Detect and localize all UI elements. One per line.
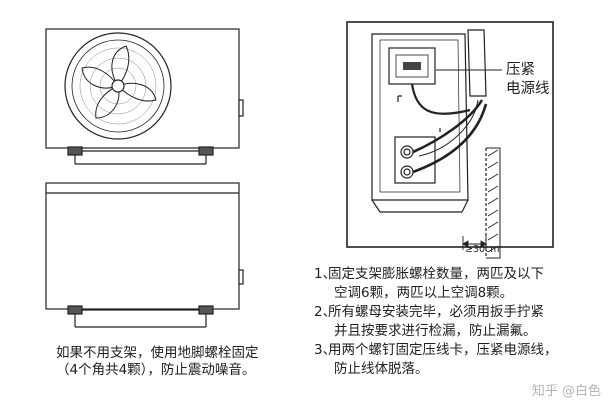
note-line-2: 并且按要求进行检漏，防止漏氟。 [334,323,537,339]
note-item: 2、所有螺母安装完毕，必须用扳手拧紧 并且按要求进行检漏，防止漏氟。 [314,303,544,341]
left-caption-line-1: 如果不用支架，使用地脚螺栓固定 [56,345,259,361]
note-number: 1、 [314,266,337,282]
wall-section [485,147,501,259]
callout-line-1: 压紧 [506,62,535,78]
note-line-1: 用两个螺钉固定压线卡，压紧电源线， [328,342,558,358]
callout-line-2: 电源线 [506,81,550,97]
note-line-1: 所有螺母安装完毕，必须用扳手拧紧 [328,304,544,320]
dimension-label: ≥30cm [465,244,500,255]
outdoor-unit-front [45,28,244,165]
callout-label: 压紧 电源线 [506,61,550,99]
note-number: 2、 [314,304,337,320]
watermark: 知乎 @白色 [531,384,601,399]
left-caption-line-2: （4个角共4颗），防止震动噪音。 [56,362,256,378]
note-number: 3、 [314,342,337,358]
dimension-marker [462,236,487,250]
fan-blades [81,45,157,119]
note-item: 3、用两个螺钉固定压线卡，压紧电源线， 防止线体脱落。 [314,341,558,379]
note-item: 1、固定支架膨胀螺栓数量，两匹及以下 空调6颗，两匹以上空调8颗。 [314,265,544,303]
note-line-1: 固定支架膨胀螺栓数量，两匹及以下 [328,266,544,282]
note-line-2: 空调6颗，两匹以上空调8颗。 [334,285,514,301]
left-caption: 如果不用支架，使用地脚螺栓固定 （4个角共4颗），防止震动噪音。 [56,345,259,379]
note-line-2: 防止线体脱落。 [334,361,429,377]
outdoor-unit-rear [45,182,244,328]
indoor-unit-back [346,21,554,248]
